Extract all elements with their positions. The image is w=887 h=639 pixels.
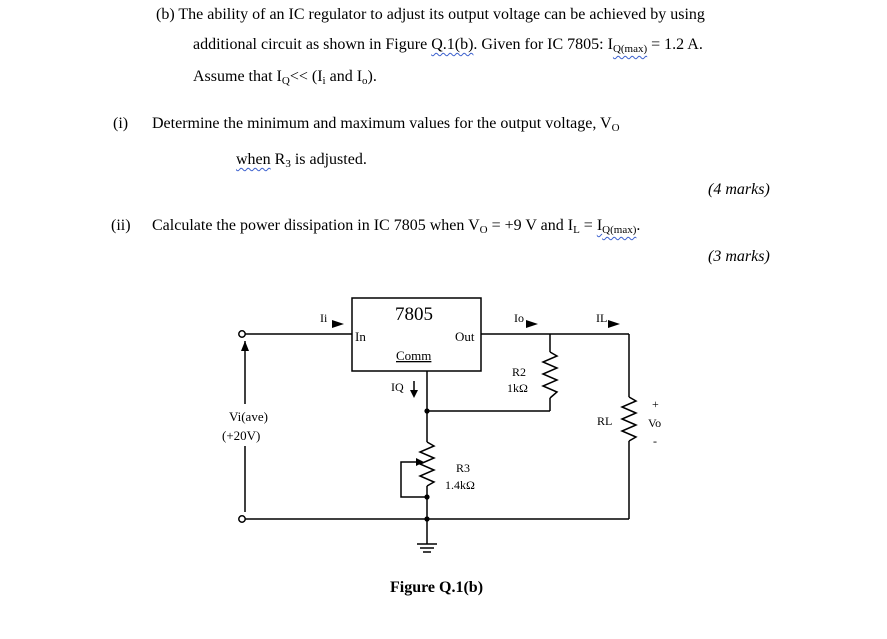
current-iq-label: IQ [391,380,404,394]
vo-minus-label: - [653,434,657,448]
part-ii-vo-sub: O [479,224,488,236]
vo-plus-label: + [652,397,659,411]
assumption-text-2: << (I [289,68,323,85]
rl-name-label: RL [597,414,612,428]
part-ii-end: . [636,217,641,234]
current-ii-label: Ii [320,311,328,325]
ic-name: 7805 [395,304,433,325]
part-ii-line: Calculate the power dissipation in IC 78… [152,218,640,236]
input-terminal-bottom [238,515,246,523]
part-i-question: Determine the minimum and maximum values… [152,115,612,132]
assumption-text: Assume that I [193,68,282,85]
pin-comm-label: Comm [396,348,431,363]
iq-max-value: = 1.2 A. [647,36,703,53]
part-ii-equals: = [579,217,597,234]
vin-label: Vi(ave) [229,409,268,424]
part-ii-number: (ii) [111,217,131,234]
part-ii-iq-sub: Q(max) [602,224,637,236]
part-b-line2: additional circuit as shown in Figure Q.… [193,37,703,55]
part-i-line1: Determine the minimum and maximum values… [152,116,620,134]
assumption-q-sub: Q [281,75,290,87]
pin-in-label: In [355,329,366,344]
assumption-i-sub: i [322,75,326,87]
assumption-o-sub: o [362,75,368,87]
part-i-marks: (4 marks) [708,181,770,198]
part-b-line2-given: . Given for IC 7805: [473,36,608,53]
r2-value-label: 1kΩ [507,381,528,395]
input-terminal-top [238,330,246,338]
part-i-r3: R [270,151,286,168]
r2-name-label: R2 [512,365,526,379]
part-i-r3-sub: 3 [285,158,291,170]
vo-label: Vo [648,416,661,430]
r3-value-label: 1.4kΩ [445,478,475,492]
r3-name-label: R3 [456,461,470,475]
part-b-line2-text: additional circuit as shown in Figure [193,36,432,53]
pin-out-label: Out [455,329,475,344]
current-il-label: IL [596,311,607,325]
part-i-line2: when R3 is adjusted. [236,152,367,170]
r3-wiper-arrow [416,458,424,466]
part-ii-marks: (3 marks) [708,248,770,265]
part-ii-condition: = +9 V and I [487,217,574,234]
vin-value: (+20V) [222,428,260,443]
part-b-line3: Assume that IQ<< (Ii and Io). [193,69,377,87]
rl-resistor [620,396,638,442]
part-ii-question: Calculate the power dissipation in IC 78… [152,217,480,234]
iq-max-subscript: Q(max) [612,43,648,55]
junction-dot-comm [424,408,430,414]
iq-arrow-head [410,390,418,398]
current-io-label: Io [514,311,524,325]
r2-resistor [541,351,559,399]
part-i-number: (i) [113,115,129,132]
part-i-adjusted: is adjusted. [290,151,367,168]
assumption-text-3: and I [325,68,363,85]
part-i-when: when [236,151,271,168]
r3-resistor [418,441,436,487]
io-arrow [526,320,538,328]
source-arrow-up [241,341,249,351]
ii-arrow [332,320,344,328]
junction-dot-ground [424,516,430,522]
figure-caption: Figure Q.1(b) [390,579,483,596]
part-ii-iq-symbol: I [596,217,603,234]
junction-dot-wiper [424,494,430,500]
part-ii-il-sub: L [573,224,580,236]
iq-max-symbol: I [607,36,613,53]
r3-wiper [400,461,427,498]
part-b-line1: (b) The ability of an IC regulator to ad… [156,6,705,23]
assumption-end: ). [367,68,377,85]
figure-reference: Q.1(b) [431,36,474,53]
part-i-vo-sub: O [611,122,620,134]
il-arrow [608,320,620,328]
